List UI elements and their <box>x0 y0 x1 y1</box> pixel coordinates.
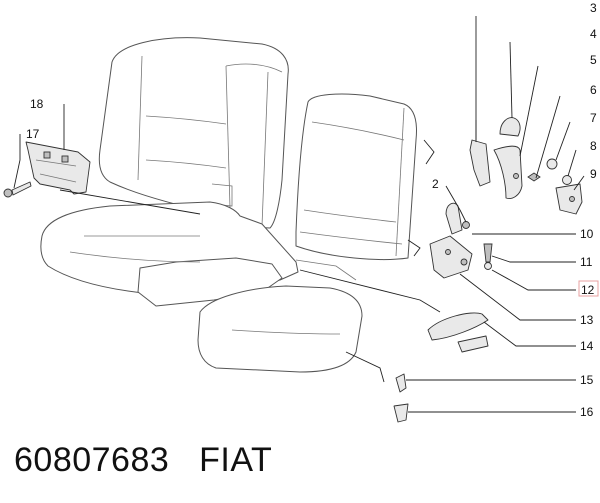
callout-13: 13 <box>580 313 594 327</box>
part-11-screw <box>483 243 493 263</box>
callout-12: 12 <box>581 283 595 297</box>
part-16-clip <box>393 403 409 423</box>
part-8-washer <box>562 175 572 185</box>
part-14-belt-strap <box>427 312 489 353</box>
callout-17: 17 <box>26 127 40 141</box>
callout-4: 4 <box>590 27 597 41</box>
callout-7: 7 <box>590 111 597 125</box>
seat-cushion <box>40 201 363 373</box>
part-17-screw <box>3 181 32 198</box>
part-3-rod <box>469 120 491 187</box>
callout-16: 16 <box>580 405 594 419</box>
backrest-small-section <box>295 93 417 260</box>
part-6-bolt <box>527 172 541 182</box>
callout-9: 9 <box>590 167 597 181</box>
callout-2: 2 <box>432 177 439 191</box>
part-12-washer <box>484 262 492 270</box>
part-2-latch <box>445 202 463 235</box>
part-number-caption: 60807683 FIAT <box>14 441 272 480</box>
callout-8: 8 <box>590 139 597 153</box>
callout-6: 6 <box>590 83 597 97</box>
callout-5: 5 <box>590 53 597 67</box>
callout-3: 3 <box>590 1 597 15</box>
brand-name: FIAT <box>199 441 273 479</box>
callout-15: 15 <box>580 373 594 387</box>
callout-10: 10 <box>580 227 594 241</box>
part-number: 60807683 <box>14 441 170 479</box>
part-4-cap <box>499 117 521 137</box>
part-5-cover <box>493 145 523 199</box>
part-7-nut <box>546 158 558 170</box>
part-15-bolt <box>395 373 407 393</box>
callout-12-highlight <box>578 280 599 297</box>
part-18-mounting-bracket <box>25 141 91 195</box>
callout-18: 18 <box>30 97 44 111</box>
part-13-seat-bracket <box>429 235 473 279</box>
leader-lines <box>13 16 585 413</box>
callout-labels: 3 4 5 6 7 8 9 2 10 11 12 13 14 15 16 17 … <box>26 1 599 419</box>
callout-14: 14 <box>580 339 594 353</box>
part-10-screw <box>462 221 470 229</box>
part-9-hinge-plate <box>555 183 583 215</box>
callout-11: 11 <box>580 255 593 269</box>
backrest-large-section <box>98 37 289 229</box>
